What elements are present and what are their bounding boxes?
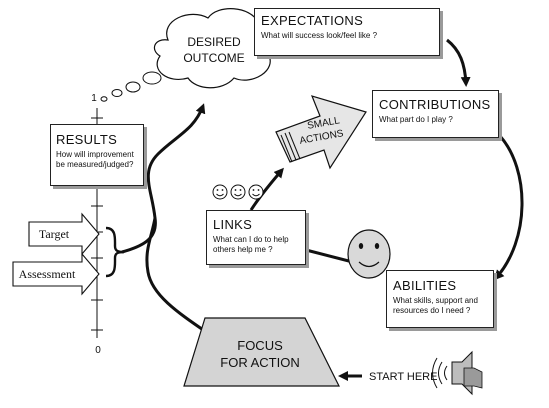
desired-outcome-line2: OUTCOME [183,51,244,65]
smiley-icon [212,184,228,200]
brace [105,226,125,278]
links-box: LINKS What can I do to help others help … [206,210,306,265]
thought-cloud: DESIRED OUTCOME [153,8,277,89]
scale-top-label: 1 [91,93,97,104]
links-title: LINKS [213,217,253,232]
thought-bubble [111,89,123,97]
assessment-arrow: Assessment [12,252,100,296]
small-smileys [212,184,264,200]
contributions-title: CONTRIBUTIONS [379,97,491,112]
target-label: Target [39,227,70,241]
focus-for-action-shape: FOCUS FOR ACTION [183,317,340,387]
scale-bottom-label: 0 [95,345,101,356]
contributions-to-abilities-arrow [494,135,524,281]
links-line2: others help me ? [213,245,273,254]
abilities-title: ABILITIES [393,278,457,293]
assessment-label: Assessment [19,267,76,281]
abilities-box: ABILITIES What skills, support and resou… [386,270,494,328]
target-arrow: Target [28,212,100,256]
results-title: RESULTS [56,132,118,147]
abilities-line2: resources do I need ? [393,306,471,315]
abilities-line1: What skills, support and [393,296,478,305]
small-actions-arrow: SMALL ACTIONS [275,95,367,170]
big-smiley-icon [347,229,391,279]
results-line1: How will improvement [56,150,134,159]
contributions-box: CONTRIBUTIONS What part do I play ? [372,90,499,138]
smiley-icon [230,184,246,200]
expectations-title: EXPECTATIONS [261,13,364,28]
thought-bubble [125,81,141,93]
focus-line2: FOR ACTION [220,355,299,370]
focus-line1: FOCUS [237,338,283,353]
expectations-subtitle: What will success look/feel like ? [261,31,378,40]
contributions-subtitle: What part do I play ? [379,115,453,124]
results-line2: be measured/judged? [56,160,134,169]
thought-bubble [100,96,108,102]
expectations-box: EXPECTATIONS What will success look/feel… [254,8,440,56]
links-to-actions-arrow [249,167,284,211]
links-line1: What can I do to help [213,235,289,244]
smiley-icon [248,184,264,200]
start-here-label: START HERE [369,371,437,383]
results-box: RESULTS How will improvement be measured… [50,124,144,186]
speaker-icon [432,350,483,396]
expectations-to-contributions-arrow [446,38,471,87]
focus-to-results-line [145,217,213,338]
thought-bubble [142,71,162,85]
desired-outcome-line1: DESIRED [187,35,241,49]
